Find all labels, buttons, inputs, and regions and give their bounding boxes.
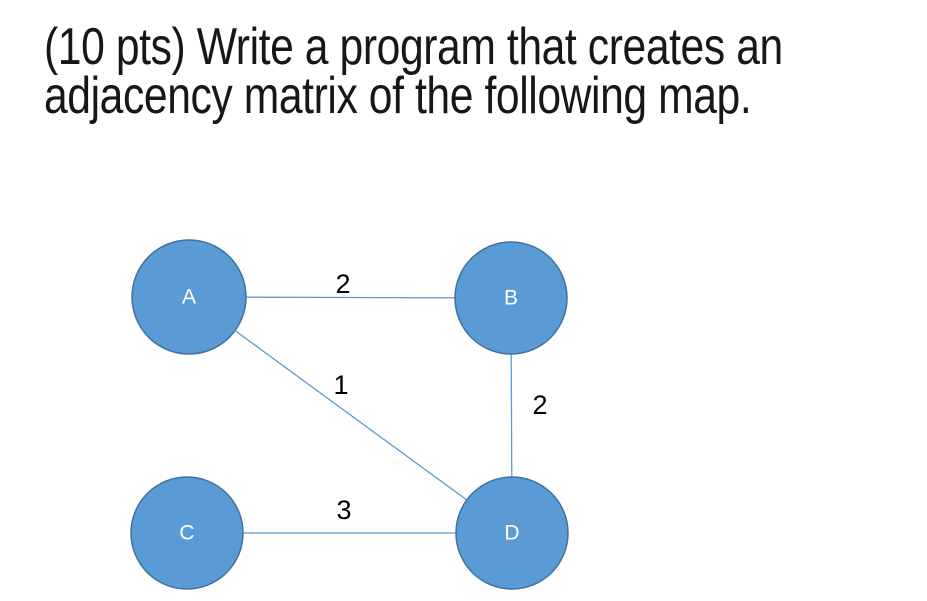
edge-weight-A-D: 1 (333, 370, 348, 400)
edge-weight-B-D: 2 (532, 390, 547, 420)
node-label-C: C (179, 522, 194, 545)
node-label-D: D (504, 522, 519, 545)
node-label-A: A (182, 286, 196, 309)
edge-weight-C-D: 3 (336, 495, 351, 525)
node-B (454, 241, 568, 355)
node-label-B: B (504, 287, 518, 310)
node-D (455, 476, 569, 590)
edge-A-D (188, 296, 513, 534)
question-title-line1: (10 pts) Write a program that creates an (44, 18, 783, 76)
node-C (130, 476, 244, 590)
node-A (131, 239, 247, 355)
question-title-line2: adjacency matrix of the following map. (44, 67, 752, 125)
edge-weight-A-B: 2 (335, 269, 350, 299)
question-title: (10 pts) Write a program that creates an… (44, 18, 921, 125)
